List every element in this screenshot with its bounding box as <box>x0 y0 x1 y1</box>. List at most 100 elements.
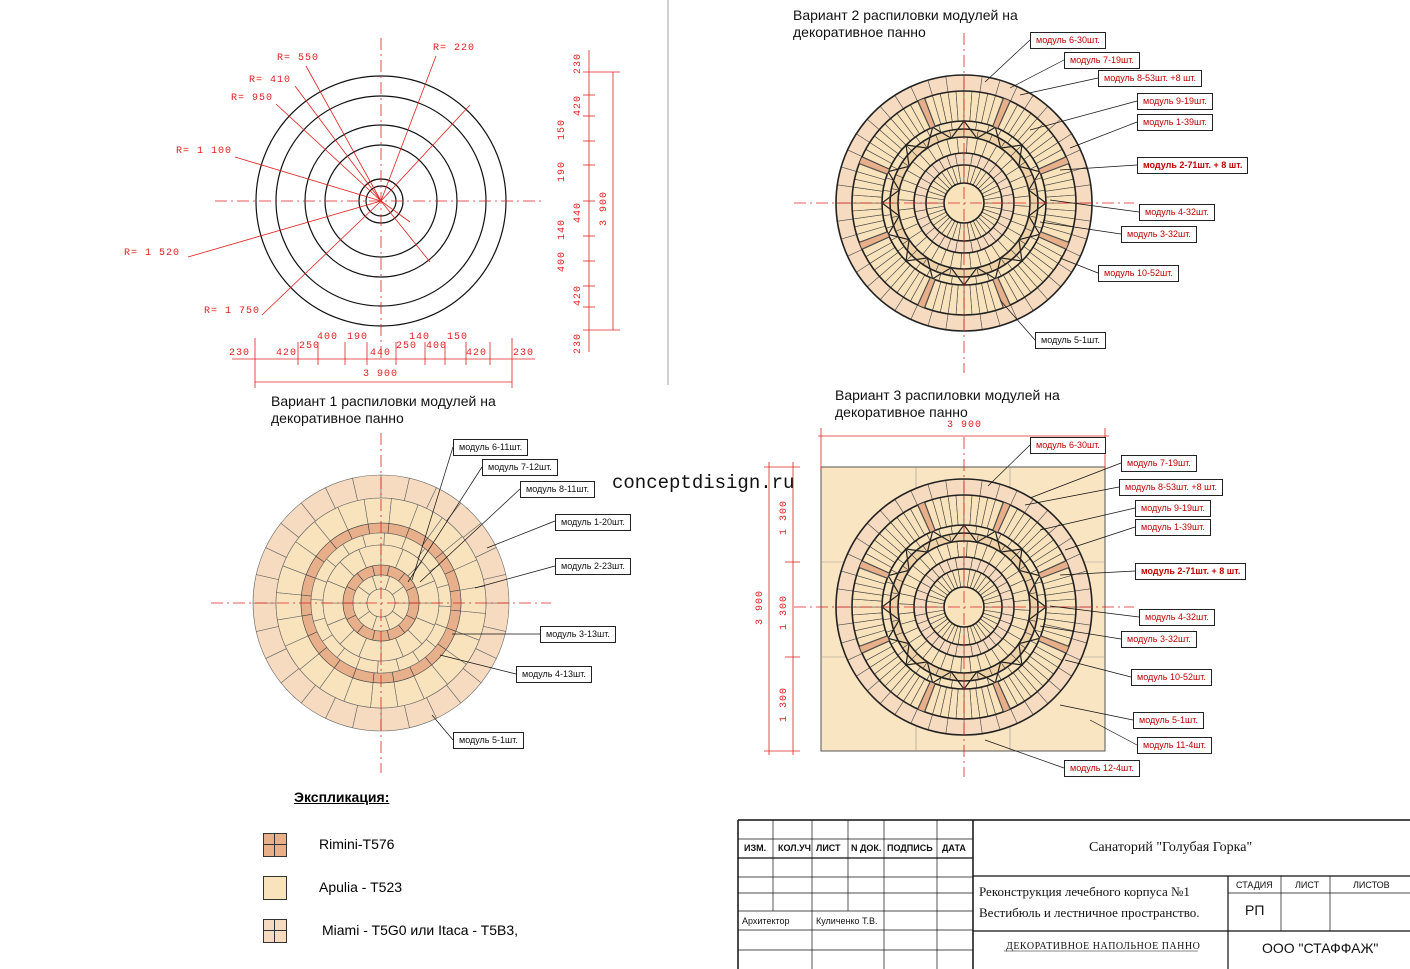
bottom-dim-250-right: 250 <box>396 341 418 352</box>
tb-sheet-title: ДЕКОРАТИВНОЕ НАПОЛЬНОЕ ПАННО <box>1006 941 1201 952</box>
v3-accent-ray <box>858 635 890 654</box>
variant3-title-line1: Вариант 3 распиловки модулей на <box>835 387 1060 403</box>
v1-outer-ring-seg <box>483 574 510 604</box>
v1-ring2-seg <box>363 497 392 525</box>
variant3-title: Вариант 3 распиловки модулей на декорати… <box>835 387 1060 421</box>
v2-accent-ray <box>992 277 1011 309</box>
leader-line <box>1059 570 1136 576</box>
right-dim-420-bottom: 420 <box>573 284 584 306</box>
variant1-title-line1: Вариант 1 распиловки модулей на <box>271 393 496 409</box>
variant1-panel <box>211 433 551 773</box>
tb-architect-name: Куличенко Т.В. <box>816 916 878 926</box>
v2-ring5-seg <box>956 136 968 154</box>
v1-tag-module-1: модуль 1-20шт. <box>555 514 631 531</box>
v1-ring2-seg <box>275 592 303 621</box>
leader-line <box>1029 462 1122 499</box>
v3-accent-ray <box>1038 635 1070 654</box>
v1-rimini-ring-seg <box>449 589 462 612</box>
v2-ring5-seg <box>960 252 972 270</box>
leader-lines <box>407 39 1140 769</box>
bottom-dim-190: 190 <box>347 332 369 343</box>
v2-accent-ray <box>992 97 1011 129</box>
v3-ring5-seg <box>897 603 915 615</box>
v3-accent-ray <box>992 501 1011 533</box>
v3-ring5-seg <box>1013 599 1031 611</box>
leader-line <box>1064 526 1136 551</box>
legend-label-miami: Miami - T5G0 или Itaca - T5B3, <box>322 922 519 938</box>
v3-accent-ray <box>992 681 1011 713</box>
leader-line <box>1064 659 1132 678</box>
bottom-dim-400-right: 400 <box>426 341 448 352</box>
leader-line <box>999 299 1036 341</box>
variant3-left-dim-1: 1 300 <box>779 499 790 535</box>
legend-swatch-rimini <box>263 833 287 857</box>
variant3-title-line2: декоративное панно <box>835 404 968 420</box>
v3-outer-ring-seg <box>963 478 983 497</box>
v2-ring5-seg <box>1013 195 1031 207</box>
v1-rimini-ring-seg <box>367 522 390 535</box>
leader-line <box>984 39 1031 83</box>
leader-line <box>431 714 454 741</box>
v3-tag-module-9: модуль 9-19шт. <box>1135 500 1211 517</box>
leader-line <box>1009 59 1065 89</box>
tb-header-data: ДАТА <box>942 843 966 853</box>
bottom-dim-420-left: 420 <box>276 348 298 359</box>
variant3-top-dim: 3 900 <box>947 420 983 431</box>
tb-header-list: ЛИСТ <box>816 843 841 853</box>
leader-line <box>439 654 517 675</box>
v2-outer-ring-seg <box>1074 184 1093 204</box>
leader-line <box>486 520 556 549</box>
v1-tag-module-6: модуль 6-11шт. <box>453 439 529 456</box>
radius-label-410: R= 410 <box>249 75 292 86</box>
v2-tag-module-6: модуль 6-30шт. <box>1030 32 1106 49</box>
right-dim-440: 440 <box>573 201 584 223</box>
tb-header-podpis: ПОДПИСЬ <box>887 843 933 853</box>
right-dim-420-top: 420 <box>573 94 584 116</box>
v3-outer-ring-seg <box>835 588 854 608</box>
variant2-title-line1: Вариант 2 распиловки модулей на <box>793 7 1018 23</box>
leader-line <box>987 444 1031 487</box>
radius-label-220: R= 220 <box>433 43 476 54</box>
legend-swatch-apulia <box>263 876 287 900</box>
v2-tag-module-7: модуль 7-19шт. <box>1064 52 1140 69</box>
tb-company: ООО "СТАФФАЖ" <box>1262 940 1379 956</box>
v2-outer-ring-seg <box>835 184 854 204</box>
leader-line <box>407 466 483 583</box>
leader-line <box>1039 507 1136 531</box>
v2-accent-ray <box>1038 231 1070 250</box>
v2-ring5-seg <box>897 199 915 211</box>
leader-line <box>1039 221 1122 235</box>
tb-object-line1: Реконструкция лечебного корпуса №1 <box>979 884 1190 899</box>
v2-outer-ring-seg <box>963 313 983 332</box>
v2-accent-ray <box>858 156 890 175</box>
v3-tag-module-3: модуль 3-32шт. <box>1121 631 1197 648</box>
v3-tag-module-5: модуль 5-1шт. <box>1133 712 1204 729</box>
variant1-title-line2: декоративное панно <box>271 410 404 426</box>
v3-tag-module-2: модуль 2-71шт. + 8 шт. <box>1135 563 1247 580</box>
tb-architect-label: Архитектор <box>742 916 790 926</box>
v1-tag-module-4: модуль 4-13шт. <box>516 666 592 683</box>
v3-tag-module-11: модуль 11-4шт. <box>1137 737 1213 754</box>
variant3-left-total-dim: 3 900 <box>755 589 766 625</box>
v1-outer-ring-seg <box>380 705 410 732</box>
v2-outer-ring-seg <box>945 74 965 93</box>
right-dim-230-top: 230 <box>573 52 584 74</box>
leader-line <box>1029 100 1138 131</box>
v2-tag-module-10: модуль 10-52шт. <box>1098 265 1179 282</box>
v3-outer-ring-seg <box>963 717 983 736</box>
v2-tag-module-9: модуль 9-19шт. <box>1137 93 1213 110</box>
leader-line <box>1024 486 1120 506</box>
v1-ring2-seg <box>459 585 487 614</box>
bottom-dim-440: 440 <box>370 348 392 359</box>
v3-tag-module-12: модуль 12-4шт. <box>1064 760 1140 777</box>
leader-line <box>1039 625 1122 640</box>
v2-accent-ray <box>917 277 936 309</box>
variant1-title: Вариант 1 распиловки модулей на декорати… <box>271 393 496 427</box>
scheme-right-dimensions <box>583 50 620 352</box>
v3-tag-module-7: модуль 7-19шт. <box>1121 455 1197 472</box>
legend-label-apulia: Apulia - T523 <box>319 879 403 895</box>
bottom-dim-400: 400 <box>317 332 339 343</box>
tb-sheets-label: ЛИСТОВ <box>1353 880 1390 890</box>
v3-accent-ray <box>1038 560 1070 579</box>
tb-object-line2: Вестибюль и лестничное пространство. <box>979 905 1200 920</box>
